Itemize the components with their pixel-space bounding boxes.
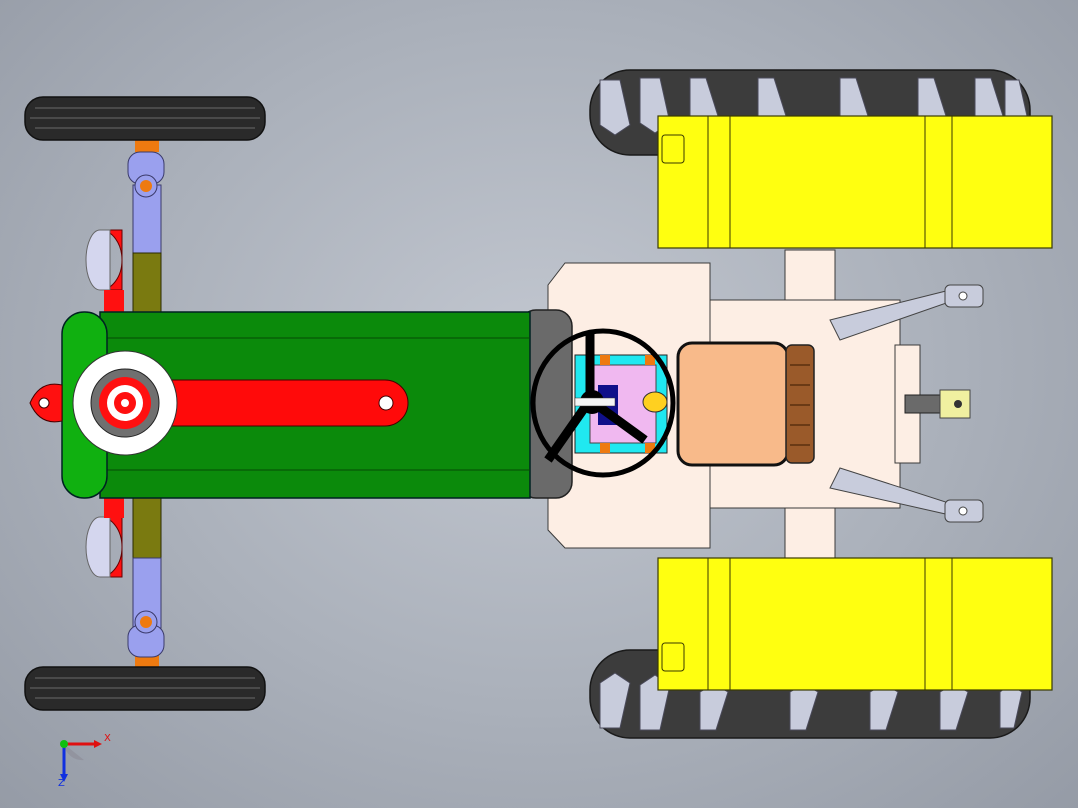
steering-wheel — [530, 328, 676, 478]
front-wheel-top — [24, 96, 266, 141]
fender-bottom — [657, 557, 1053, 691]
seat-back — [785, 344, 815, 464]
hood-emblem — [72, 350, 178, 456]
axle-beam-bottom-dark — [132, 497, 162, 561]
hitch-links — [829, 284, 984, 523]
tow-hook — [29, 383, 63, 423]
front-axle — [127, 140, 165, 667]
headlight-bottom — [85, 496, 124, 578]
fender-top — [657, 115, 1053, 249]
kingpin-top — [127, 151, 165, 198]
axle-beam-top-dark — [132, 252, 162, 314]
spindle-top — [135, 140, 159, 152]
hood-stripe — [149, 379, 409, 427]
front-wheel-bottom — [24, 666, 266, 711]
hood — [29, 309, 573, 499]
x-axis-label: X — [104, 733, 111, 744]
z-axis-arrow-icon — [60, 774, 68, 782]
axis-triad: X Z — [50, 730, 111, 790]
seat-cushion — [676, 341, 790, 467]
axis-triad-graphic — [60, 740, 102, 782]
spindle-bottom — [135, 655, 159, 667]
z-axis-label: Z — [58, 778, 65, 789]
seat — [676, 341, 815, 467]
kingpin-bottom — [127, 610, 165, 658]
drawbar — [904, 394, 946, 414]
x-axis-arrow-icon — [94, 740, 102, 748]
headlight-top — [85, 229, 124, 312]
